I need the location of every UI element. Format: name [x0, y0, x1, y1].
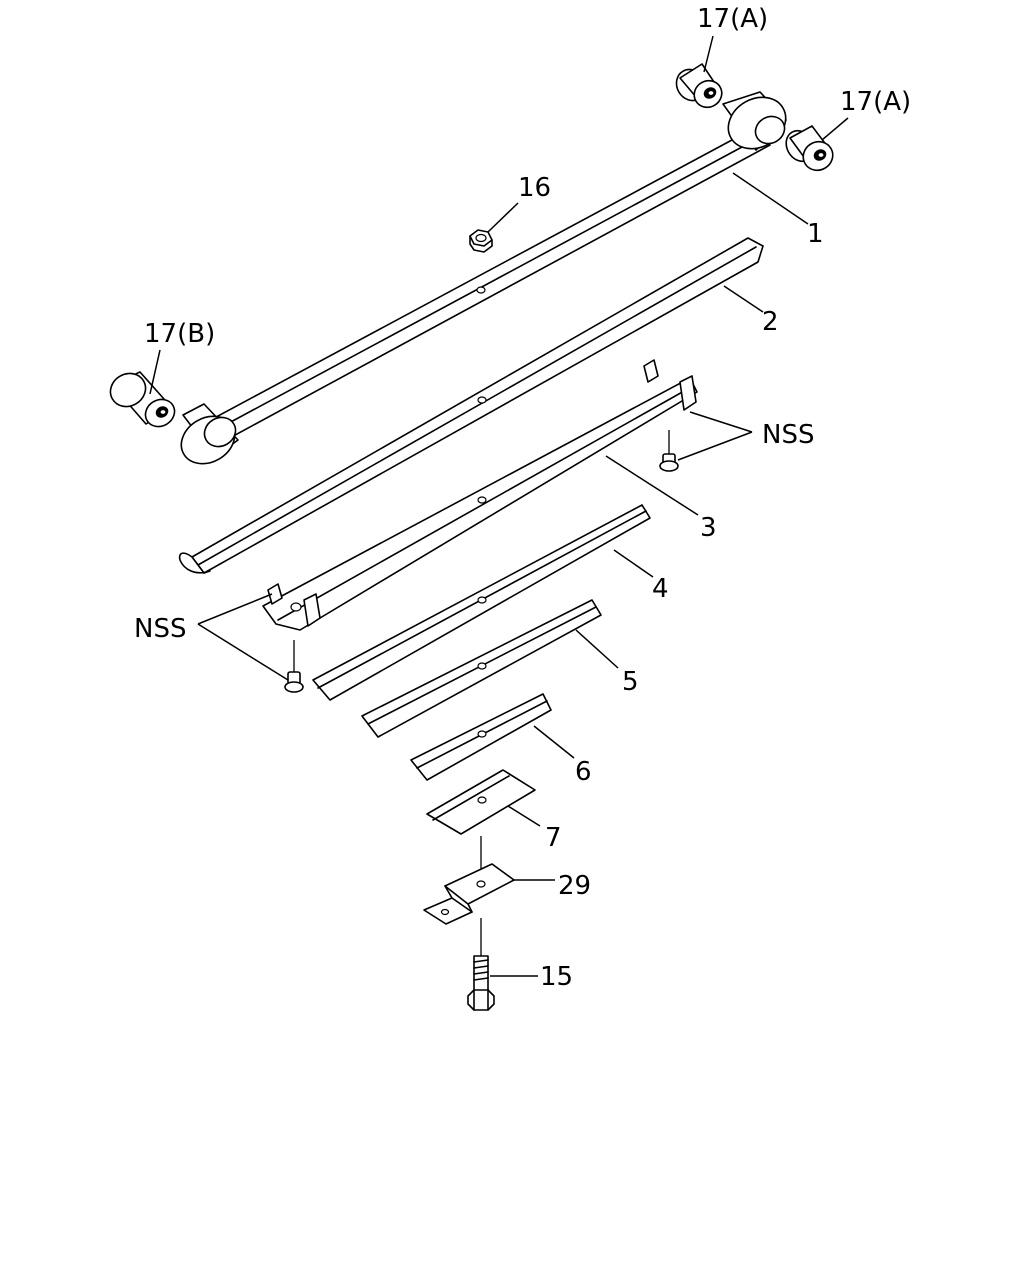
label-2: 2 — [762, 307, 779, 337]
fourth-leaf — [312, 504, 651, 701]
sixth-leaf — [410, 693, 552, 781]
label-17a-right: 17(A) — [840, 87, 911, 117]
bracket-29 — [423, 863, 515, 925]
main-leaf-with-eyes — [180, 91, 787, 465]
label-1: 1 — [807, 219, 824, 249]
second-leaf — [178, 237, 764, 574]
callout-labels: 17(A) 17(A) 16 1 2 17(B) NSS 3 4 NSS 5 6… — [134, 4, 911, 992]
center-bolt-15 — [467, 955, 495, 1011]
seventh-leaf — [426, 769, 536, 835]
fifth-leaf — [361, 599, 602, 738]
label-29: 29 — [558, 871, 591, 901]
label-3: 3 — [700, 513, 717, 543]
third-leaf — [262, 359, 698, 631]
label-nss-left: NSS — [134, 614, 186, 644]
bushing-17a-right — [785, 125, 834, 172]
label-6: 6 — [575, 757, 592, 787]
label-17a-top: 17(A) — [697, 4, 768, 34]
label-5: 5 — [622, 667, 639, 697]
bushing-17a-top — [675, 63, 723, 109]
rivet-nss-right — [659, 430, 679, 472]
label-4: 4 — [652, 574, 669, 604]
label-16: 16 — [518, 173, 551, 203]
label-17b: 17(B) — [144, 319, 215, 349]
leader-lines — [149, 35, 849, 977]
label-15: 15 — [540, 962, 573, 992]
label-7: 7 — [545, 823, 562, 853]
label-nss-right: NSS — [762, 420, 814, 450]
bushing-17b — [109, 371, 176, 428]
rivet-nss-left — [284, 640, 304, 693]
nut-16 — [469, 229, 493, 253]
